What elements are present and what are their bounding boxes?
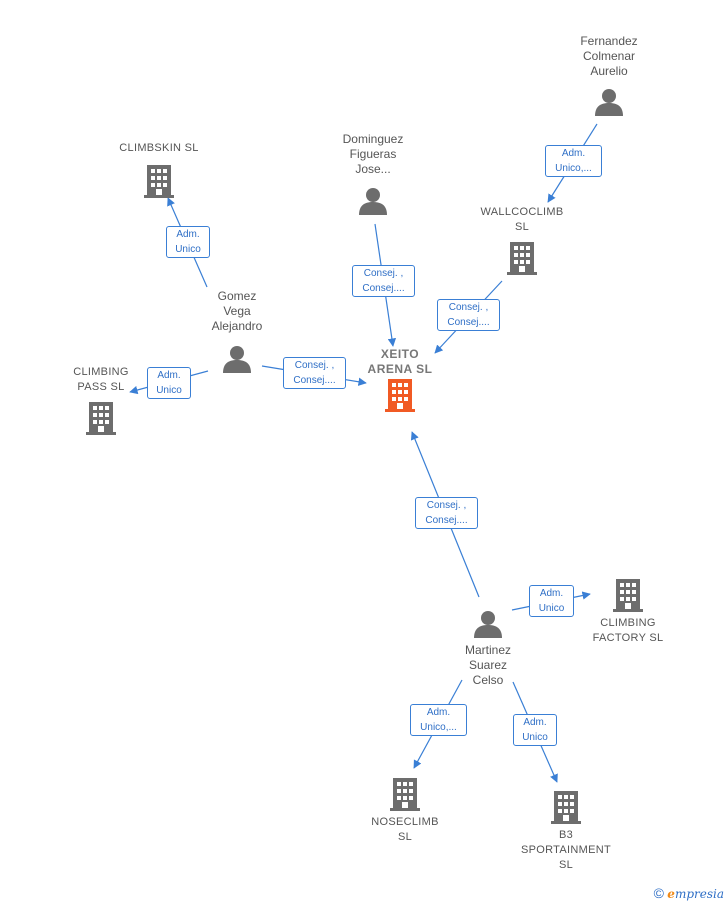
node-label: XEITO ARENA SL <box>367 347 433 376</box>
node-label: Martinez Suarez Celso <box>464 643 511 687</box>
edge-label-fernandez-wallcoclimb[interactable]: Adm. Unico,... <box>545 145 602 177</box>
edge-label-gomez-climbskin[interactable]: Adm. Unico <box>166 226 210 258</box>
building-icon <box>86 402 116 435</box>
node-label: NOSECLIMB SL <box>371 816 439 843</box>
brand-e: e <box>667 887 675 901</box>
edge-label-gomez-climbingpass[interactable]: Adm. Unico <box>147 367 191 399</box>
node-b3-sportainment[interactable]: B3 SPORTAINMENT SL <box>508 788 624 873</box>
node-climbing-pass[interactable]: CLIMBING PASS SL <box>56 365 146 437</box>
node-label: CLIMBING PASS SL <box>73 366 129 393</box>
node-label: Gomez Vega Alejandro <box>211 289 263 333</box>
person-icon <box>223 346 251 373</box>
edge-label-wallcoclimb-xeito[interactable]: Consej. , Consej.... <box>437 299 500 331</box>
node-label: B3 SPORTAINMENT SL <box>521 829 611 871</box>
building-icon <box>390 778 420 811</box>
node-noseclimb[interactable]: NOSECLIMB SL <box>357 775 453 845</box>
node-climbing-factory[interactable]: CLIMBING FACTORY SL <box>577 576 679 646</box>
node-martinez-suarez[interactable]: Martinez Suarez Celso <box>437 609 539 688</box>
node-wallcoclimb[interactable]: WALLCOCLIMB SL <box>467 205 577 277</box>
building-icon <box>507 242 537 275</box>
building-icon <box>551 791 581 824</box>
building-icon <box>613 579 643 612</box>
person-icon <box>359 188 387 215</box>
node-label: Dominguez Figueras Jose... <box>342 132 404 176</box>
node-climbskin[interactable]: CLIMBSKIN SL <box>104 141 214 200</box>
edge-label-martinez-factory[interactable]: Adm. Unico <box>529 585 574 617</box>
building-icon <box>144 165 174 198</box>
node-label: Fernandez Colmenar Aurelio <box>580 34 638 78</box>
copyright-icon: © <box>653 885 664 901</box>
person-icon <box>595 89 623 116</box>
edge-label-martinez-noseclimb[interactable]: Adm. Unico,... <box>410 704 467 736</box>
edge-label-dominguez-xeito[interactable]: Consej. , Consej.... <box>352 265 415 297</box>
edge-label-gomez-xeito[interactable]: Consej. , Consej.... <box>283 357 346 389</box>
brand-rest: mpresia <box>674 887 724 901</box>
node-xeito-arena[interactable]: XEITO ARENA SL <box>355 347 445 413</box>
node-gomez-vega[interactable]: Gomez Vega Alejandro <box>186 289 288 374</box>
brand-footer: © empresia <box>654 885 724 901</box>
edge-label-martinez-xeito[interactable]: Consej. , Consej.... <box>415 497 478 529</box>
node-label: CLIMBING FACTORY SL <box>592 617 664 644</box>
edge-label-martinez-b3[interactable]: Adm. Unico <box>513 714 557 746</box>
node-label: CLIMBSKIN SL <box>119 142 199 154</box>
node-fernandez-colmenar[interactable]: Fernandez Colmenar Aurelio <box>558 34 660 117</box>
person-icon <box>474 611 502 638</box>
node-label: WALLCOCLIMB SL <box>480 206 564 233</box>
node-dominguez-figueras[interactable]: Dominguez Figueras Jose... <box>322 132 424 216</box>
building-icon <box>385 379 415 412</box>
